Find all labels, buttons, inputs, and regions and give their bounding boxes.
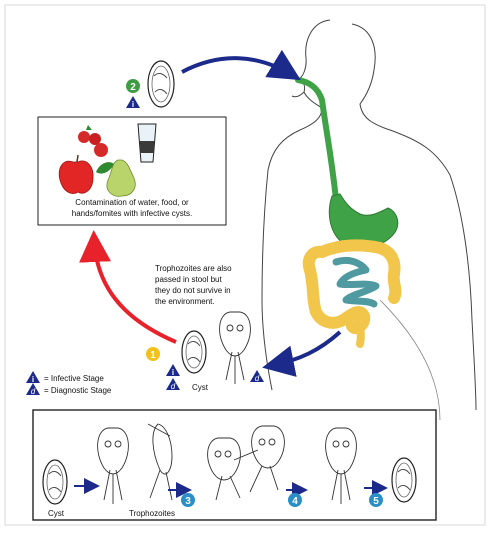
svg-text:d: d bbox=[31, 387, 36, 396]
step-1-badge: 1 bbox=[146, 347, 160, 361]
ingested-cyst bbox=[148, 61, 174, 107]
panel-cyst bbox=[43, 460, 67, 504]
step-4-badge: 4 bbox=[288, 493, 302, 507]
step-3-badge: 3 bbox=[181, 493, 195, 507]
legend-infective-label: = Infective Stage bbox=[44, 374, 104, 383]
legend-diagnostic-label: = Diagnostic Stage bbox=[44, 386, 112, 395]
note-line-3: they do not survive in bbox=[155, 286, 231, 295]
rectum bbox=[356, 312, 361, 344]
panel-new-cyst bbox=[392, 458, 416, 502]
passed-cyst bbox=[182, 331, 206, 373]
contamination-caption-line-1: Contamination of water, food, or bbox=[75, 198, 189, 207]
panel-trophozoites-label: Trophozoites bbox=[129, 509, 175, 518]
svg-text:5: 5 bbox=[373, 496, 379, 507]
svg-text:i: i bbox=[132, 100, 134, 109]
replication-panel: Cyst Trophozoites 3 bbox=[33, 410, 436, 520]
svg-text:1: 1 bbox=[150, 350, 156, 361]
step-2-badge: 2 bbox=[126, 79, 140, 93]
panel-cyst-label: Cyst bbox=[48, 509, 65, 518]
svg-text:d: d bbox=[171, 382, 176, 391]
step-5-badge: 5 bbox=[369, 493, 383, 507]
svg-text:i: i bbox=[32, 375, 34, 384]
svg-text:3: 3 bbox=[185, 496, 191, 507]
svg-text:i: i bbox=[172, 368, 174, 377]
contamination-box: Contamination of water, food, or hands/f… bbox=[38, 117, 226, 225]
contamination-caption-line-2: hands/fomites with infective cysts. bbox=[72, 209, 193, 218]
svg-text:4: 4 bbox=[292, 496, 298, 507]
svg-text:2: 2 bbox=[130, 82, 136, 93]
note-line-1: Trophozoites are also bbox=[155, 264, 232, 273]
note-line-4: the environment. bbox=[155, 297, 215, 306]
glass-of-water-icon bbox=[138, 124, 156, 162]
note-line-2: passed in stool but bbox=[155, 275, 222, 284]
cyst-stage-label: Cyst bbox=[192, 383, 209, 392]
svg-text:d: d bbox=[255, 374, 260, 383]
